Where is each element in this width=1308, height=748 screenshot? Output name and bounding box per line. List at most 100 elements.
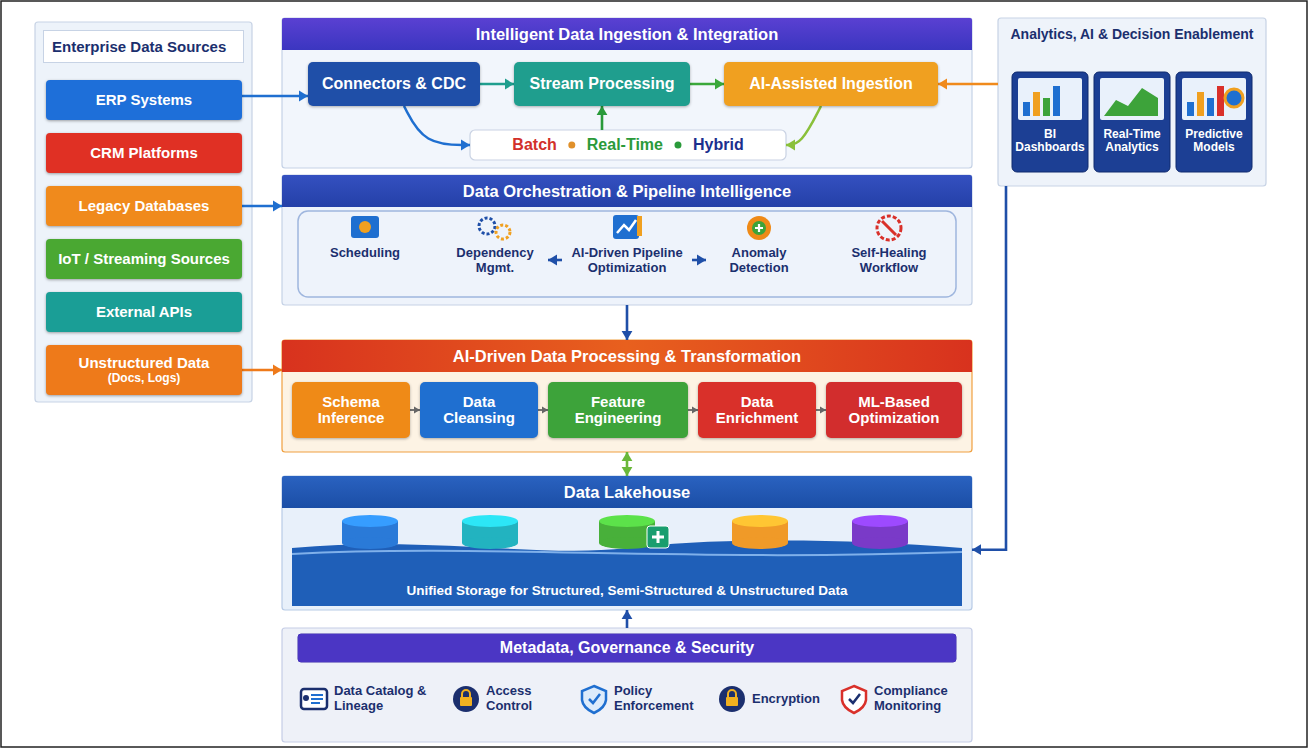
heading-text: Metadata, Governance & Security	[298, 634, 956, 662]
label-text: Legacy Databases	[79, 197, 210, 214]
label-text: (Docs, Logs)	[108, 372, 181, 386]
cylinder-bottom	[342, 537, 398, 549]
panel-background	[282, 628, 972, 742]
bullet-dot	[674, 142, 681, 149]
process-box: Dependency Mgmt.	[442, 212, 548, 294]
label-text: CRM Platforms	[90, 144, 198, 161]
arrowhead	[505, 79, 514, 90]
process-box: Real-Time Analytics	[1094, 72, 1170, 172]
process-box: Compliance Monitoring	[838, 676, 966, 722]
arrowhead	[461, 140, 470, 151]
heal-icon	[877, 216, 901, 240]
process-box: Anomaly Detection	[706, 212, 812, 294]
monitor-body	[1094, 72, 1170, 172]
label-text: Feature Engineering	[556, 394, 680, 427]
lock-icon	[453, 686, 479, 712]
area-chart	[1104, 88, 1158, 116]
arrowhead	[938, 79, 947, 90]
bullet-dot	[568, 142, 575, 149]
process-box: IoT / Streaming Sources	[46, 239, 242, 279]
label-text: Encryption	[752, 692, 820, 707]
panel-background	[282, 476, 972, 610]
monitor-body	[1012, 72, 1088, 172]
process-box: Stream Processing	[514, 62, 690, 106]
arrowhead	[622, 331, 633, 340]
group-panel: AI-Driven Data Processing & Transformati…	[282, 340, 972, 452]
label-text: ML-Based Optimization	[834, 394, 954, 427]
process-box: ML-Based Optimization	[826, 382, 962, 438]
label-text: Compliance Monitoring	[874, 684, 966, 714]
monitor-screen	[1018, 78, 1082, 120]
chart-icon	[613, 215, 639, 239]
arrowhead	[972, 544, 981, 555]
bar-chart	[1043, 98, 1050, 116]
bar-chart	[1033, 92, 1040, 116]
cylinder-top	[342, 515, 398, 527]
cylinder-bottom	[732, 537, 788, 549]
label-text: Connectors & CDC	[322, 75, 466, 93]
gear-icon	[496, 225, 510, 239]
arrowhead	[273, 201, 282, 212]
arrowhead	[299, 91, 308, 102]
process-box: AI-Assisted Ingestion	[724, 62, 938, 106]
label-text: Predictive Models	[1178, 128, 1250, 154]
shield-icon	[842, 686, 866, 713]
header-bar-overlay	[298, 634, 956, 662]
label-text: Unified Storage for Structured, Semi-Str…	[282, 583, 972, 598]
label-text: Schema Inference	[300, 394, 402, 427]
process-box: Predictive Models	[1176, 72, 1252, 172]
bar-chart	[1197, 92, 1204, 116]
arrowhead	[622, 610, 633, 619]
process-box: Data Catalog & Lineage	[298, 676, 438, 722]
panel-background	[35, 22, 252, 402]
panel-background	[282, 18, 972, 168]
monitor-screen	[1182, 78, 1246, 120]
monitor-icon	[351, 216, 379, 238]
catalog-icon	[301, 689, 327, 709]
label-text: Real-Time	[587, 136, 663, 154]
process-box: Policy Enforcement	[578, 676, 706, 722]
bar-chart	[1053, 86, 1060, 116]
gear-icon	[479, 218, 495, 234]
connector-arrow	[242, 95, 308, 98]
alert-core	[752, 221, 766, 235]
chart-line	[617, 220, 636, 233]
alert-icon	[747, 216, 771, 240]
connector-arrow	[404, 106, 470, 145]
label-text: Data Catalog & Lineage	[334, 684, 438, 714]
lock-shackle	[728, 690, 736, 697]
heading-text: Data Orchestration & Pipeline Intelligen…	[282, 175, 972, 207]
cylinder-top	[462, 515, 518, 527]
connector-arrow	[972, 186, 1006, 550]
process-box: Access Control	[450, 676, 566, 722]
arrowhead	[622, 467, 633, 476]
process-box: Unstructured Data(Docs, Logs)	[46, 345, 242, 395]
label-text: ERP Systems	[96, 91, 192, 108]
process-box: Feature Engineering	[548, 382, 688, 438]
arrowhead	[786, 140, 795, 151]
process-box: BI Dashboards	[1012, 72, 1088, 172]
check-mark	[849, 694, 860, 703]
label-text: BI Dashboards	[1014, 128, 1086, 154]
monitor-screen	[1100, 78, 1164, 120]
label-text: Data Cleansing	[428, 394, 530, 427]
label-text: Scheduling	[312, 246, 418, 261]
label-text: AI-Driven Pipeline Optimization	[562, 246, 692, 276]
plus-sign	[652, 531, 664, 543]
heading-text: AI-Driven Data Processing & Transformati…	[282, 340, 972, 372]
label-text: Hybrid	[693, 136, 744, 154]
panel-background	[282, 340, 972, 452]
process-box: Encryption	[716, 676, 828, 722]
arrowhead	[548, 255, 557, 266]
process-box: Data Cleansing	[420, 382, 538, 438]
lock-shackle	[462, 690, 470, 697]
panel-background	[470, 130, 786, 160]
cylinder-bottom	[852, 537, 908, 549]
monitor-body	[1176, 72, 1252, 172]
group-panel: Data Orchestration & Pipeline Intelligen…	[282, 175, 972, 305]
label-text: Dependency Mgmt.	[442, 246, 548, 276]
label-text: Policy Enforcement	[614, 684, 706, 714]
panel-background	[282, 175, 972, 305]
label-text: Unstructured Data	[79, 354, 210, 371]
label-text: External APIs	[96, 303, 192, 320]
